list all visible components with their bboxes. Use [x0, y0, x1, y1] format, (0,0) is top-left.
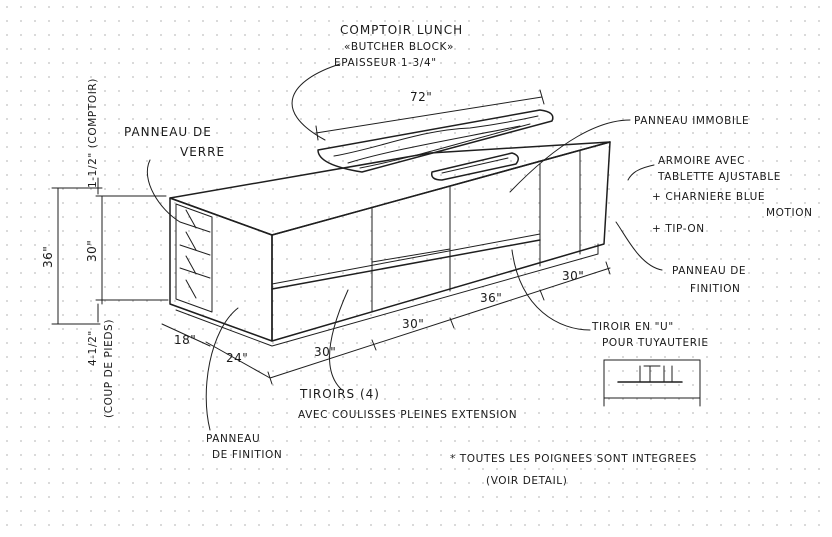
bar-length-dim: 72"	[410, 90, 432, 104]
glass-panel	[175, 203, 213, 313]
handles-note-2: (VOIR DETAIL)	[486, 475, 567, 487]
u-drawer-label-2: POUR TUYAUTERIE	[602, 337, 709, 349]
countertop-thickness-label: 1-1/2" (COMPTOIR)	[87, 78, 99, 188]
handles-note-1: * TOUTES LES POIGNEES SONT INTEGREES	[450, 453, 697, 465]
finish-right-label-1: PANNEAU DE	[672, 265, 746, 277]
cabinet-label-2: TABLETTE AJUSTABLE	[657, 171, 781, 183]
countertop-label-2: «BUTCHER BLOCK»	[344, 41, 454, 53]
sink	[430, 152, 519, 181]
depth-dim: 24"	[226, 351, 248, 365]
cabinet-label-3: + CHARNIERE BLUE	[652, 191, 765, 203]
cabinet-label-5: + TIP-ON	[652, 223, 705, 235]
u-drawer-detail	[603, 359, 701, 407]
finish-left-label-1: PANNEAU	[206, 433, 260, 445]
dimension-lines	[51, 89, 611, 385]
leader-lines	[146, 63, 663, 431]
side-width-dim: 18"	[174, 333, 196, 347]
section-3-dim: 36"	[480, 291, 502, 305]
body-height-dim: 30"	[85, 240, 99, 262]
cabinet-body	[169, 141, 611, 347]
fixed-panel-label: PANNEAU IMMOBILE	[634, 115, 749, 127]
section-2-dim: 30"	[402, 317, 424, 331]
u-drawer-label-1: TIROIR EN "U"	[591, 321, 674, 333]
finish-right-label-2: FINITION	[690, 283, 741, 295]
cabinet-label-4: MOTION	[766, 207, 813, 219]
drawers-label-2: AVEC COULISSES PLEINES EXTENSION	[298, 409, 517, 421]
toe-kick-label-1: 4-1/2"	[87, 330, 99, 366]
cabinet-label-1: ARMOIRE AVEC	[658, 155, 745, 167]
countertop-label-3: EPAISSEUR 1-3/4"	[334, 57, 437, 69]
drawers-label-1: TIROIRS (4)	[299, 387, 380, 401]
toe-kick-label-2: (COUP DE PIEDS)	[103, 319, 115, 418]
section-1-dim: 30"	[314, 345, 336, 359]
total-height-dim: 36"	[41, 246, 55, 268]
glass-label-2: VERRE	[180, 145, 225, 159]
glass-label-1: PANNEAU DE	[124, 125, 212, 139]
finish-left-label-2: DE FINITION	[212, 449, 282, 461]
section-4-dim: 30"	[562, 269, 584, 283]
countertop-label-1: COMPTOIR LUNCH	[340, 23, 463, 37]
butcher-block-bar	[317, 109, 554, 173]
